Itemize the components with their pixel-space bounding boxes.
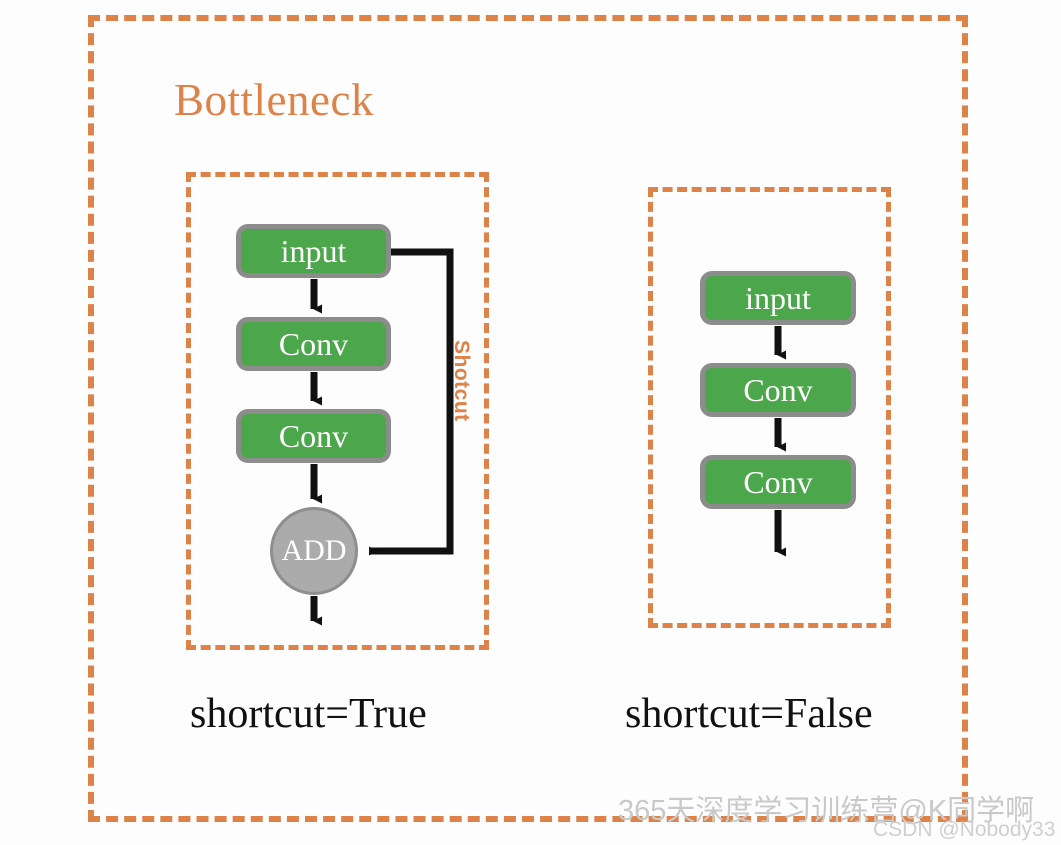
- node-input-right-label: input: [745, 280, 811, 316]
- group-shortcut-false-frame: [648, 187, 891, 628]
- caption-shortcut-false: shortcut=False: [625, 691, 873, 737]
- node-conv1-right: Conv: [700, 363, 856, 417]
- node-input-left-label: input: [280, 233, 347, 269]
- node-input-right: input: [700, 271, 856, 325]
- watermark-csdn: CSDN @Nobody33: [873, 818, 1056, 841]
- watermark-course: 365天深度学习训练营@K同学啊: [618, 795, 1035, 827]
- node-conv2-right-label: Conv: [743, 464, 813, 500]
- node-conv2-left: Conv: [236, 409, 391, 463]
- node-add-left-label: ADD: [281, 534, 347, 567]
- node-conv1-right-label: Conv: [743, 372, 813, 408]
- group-shortcut-true-frame: [186, 172, 489, 650]
- node-input-left: input: [236, 224, 391, 278]
- page-title: Bottleneck: [174, 75, 374, 125]
- node-add-left: ADD: [270, 507, 358, 595]
- node-conv2-right: Conv: [700, 455, 856, 509]
- caption-shortcut-true: shortcut=True: [190, 691, 427, 737]
- node-conv2-left-label: Conv: [278, 418, 349, 454]
- node-conv1-left: Conv: [236, 317, 391, 371]
- outer-dashed-frame: [88, 15, 968, 822]
- node-conv1-left-label: Conv: [278, 326, 349, 362]
- shortcut-edge-label: Shotcut: [450, 340, 473, 422]
